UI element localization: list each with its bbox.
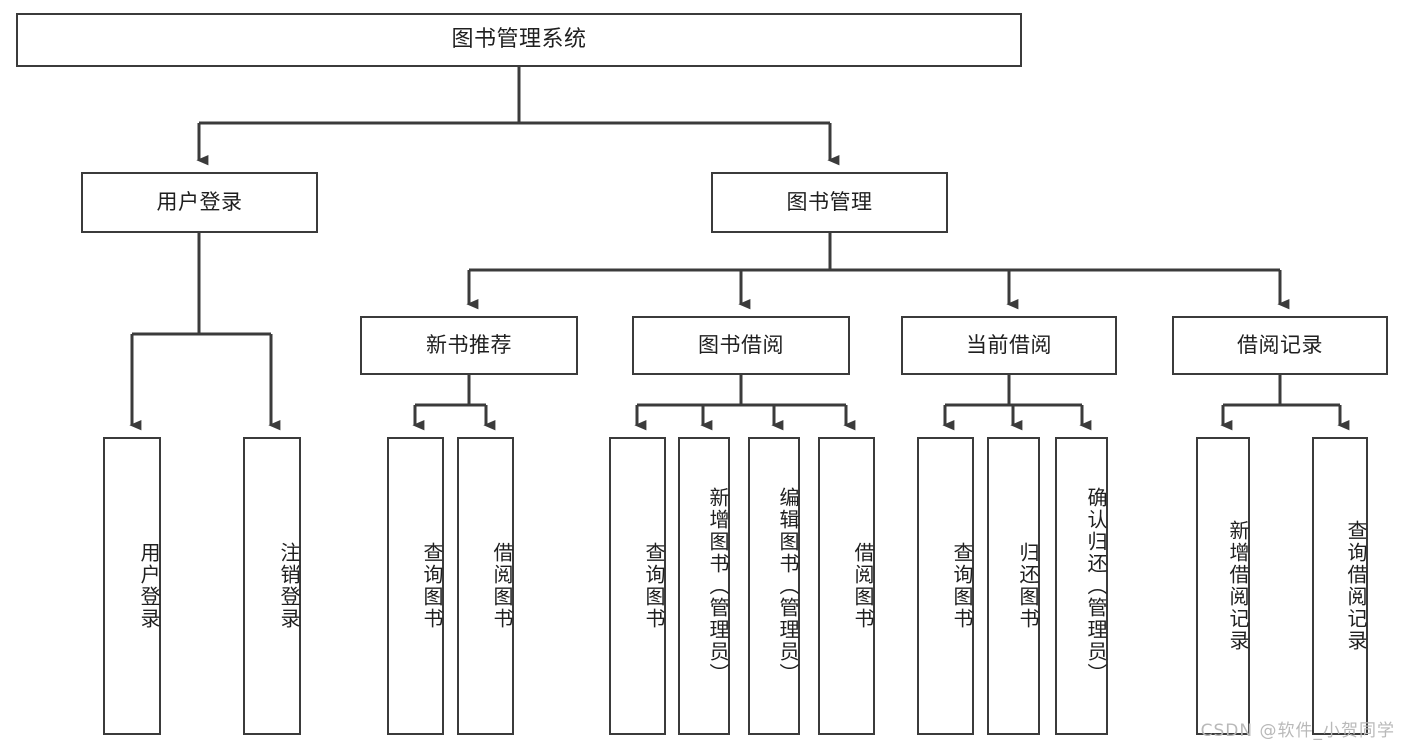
leaf-add-book-admin[interactable]: 新增图书（管理员） — [678, 437, 730, 735]
leaf-logout-login[interactable]: 注销登录 — [243, 437, 301, 735]
leaf-query-borrow-record[interactable]: 查询借阅记录 — [1312, 437, 1368, 735]
node-label: 借阅图书 — [851, 542, 875, 630]
node-label: 图书借阅 — [698, 332, 784, 357]
node-label: 借阅记录 — [1237, 332, 1323, 357]
node-label: 查询借阅记录 — [1344, 520, 1368, 652]
node-label: 图书管理 — [786, 189, 873, 214]
leaf-confirm-return-admin[interactable]: 确认归还（管理员） — [1055, 437, 1108, 735]
leaf-query-book-recommend[interactable]: 查询图书 — [387, 437, 444, 735]
leaf-add-borrow-record[interactable]: 新增借阅记录 — [1196, 437, 1250, 735]
leaf-borrow-book-recommend[interactable]: 借阅图书 — [457, 437, 514, 735]
node-book-manage[interactable]: 图书管理 — [711, 172, 948, 233]
node-label: 用户登录 — [156, 189, 243, 214]
node-user-login[interactable]: 用户登录 — [81, 172, 318, 233]
node-label: 新增图书（管理员） — [706, 487, 730, 685]
node-label: 查询图书 — [950, 542, 974, 630]
node-current-borrow[interactable]: 当前借阅 — [901, 316, 1117, 375]
node-label: 查询图书 — [420, 542, 444, 630]
node-label: 编辑图书（管理员） — [776, 487, 800, 685]
node-label: 归还图书 — [1016, 542, 1040, 630]
node-label: 图书管理系统 — [451, 26, 587, 52]
leaf-return-book[interactable]: 归还图书 — [987, 437, 1040, 735]
node-label: 当前借阅 — [966, 332, 1052, 357]
node-label: 借阅图书 — [490, 542, 514, 630]
node-label: 查询图书 — [642, 542, 666, 630]
leaf-query-book-current[interactable]: 查询图书 — [917, 437, 974, 735]
leaf-query-book-borrow[interactable]: 查询图书 — [609, 437, 666, 735]
leaf-borrow-book[interactable]: 借阅图书 — [818, 437, 875, 735]
node-label: 新书推荐 — [426, 332, 512, 357]
watermark: CSDN @软件_小贺同学 — [1200, 721, 1395, 741]
node-book-borrow[interactable]: 图书借阅 — [632, 316, 850, 375]
node-label: 注销登录 — [277, 542, 301, 630]
node-label: 确认归还（管理员） — [1084, 487, 1108, 685]
node-label: 用户登录 — [137, 542, 161, 630]
node-borrow-record[interactable]: 借阅记录 — [1172, 316, 1388, 375]
node-label: 新增借阅记录 — [1226, 520, 1250, 652]
node-new-book-recommend[interactable]: 新书推荐 — [360, 316, 578, 375]
leaf-user-login[interactable]: 用户登录 — [103, 437, 161, 735]
leaf-edit-book-admin[interactable]: 编辑图书（管理员） — [748, 437, 800, 735]
node-root-system[interactable]: 图书管理系统 — [16, 13, 1022, 67]
